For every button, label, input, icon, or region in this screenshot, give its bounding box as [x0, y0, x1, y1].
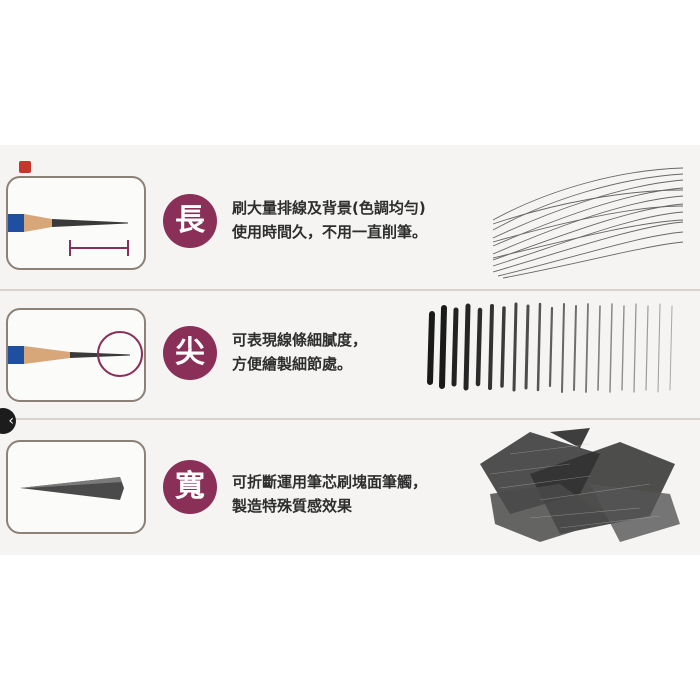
feature-description: 可表現線條細膩度， 方便繪製細節處。	[232, 328, 462, 376]
feature-description: 可折斷運用筆芯刷塊面筆觸， 製造特殊質感效果	[232, 470, 462, 518]
pencil-sharp-tip-thumbnail	[6, 308, 146, 402]
description-line: 方便繪製細節處。	[232, 355, 353, 373]
feature-description: 刷大量排線及背景(色調均勻) 使用時間久，不用一直削筆。	[232, 196, 462, 244]
feature-row-long: 長 刷大量排線及背景(色調均勻) 使用時間久，不用一直削筆。	[0, 160, 700, 290]
carousel-prev-button[interactable]: ‹	[0, 408, 16, 434]
line-stroke-texture-image	[427, 302, 673, 393]
hatching-texture-image	[492, 167, 684, 279]
description-line: 可折斷運用筆芯刷塊面筆觸，	[232, 473, 428, 491]
badge-sharp: 尖	[163, 326, 217, 380]
broad-stroke-texture-image	[480, 428, 680, 542]
pencil-long-tip-icon	[8, 214, 129, 256]
section-divider	[0, 289, 700, 291]
chevron-left-icon: ‹	[8, 413, 14, 429]
feature-row-wide: 寬 可折斷運用筆芯刷塊面筆觸， 製造特殊質感效果	[0, 420, 700, 550]
description-line: 使用時間久，不用一直削筆。	[232, 223, 428, 241]
section-divider	[0, 418, 700, 420]
description-line: 製造特殊質感效果	[232, 497, 353, 515]
brand-logo-icon	[19, 161, 31, 173]
description-line: 刷大量排線及背景(色調均勻)	[232, 199, 426, 217]
graphite-stick-thumbnail	[6, 440, 146, 534]
description-line: 可表現線條細膩度，	[232, 331, 368, 349]
badge-long: 長	[163, 194, 217, 248]
pencil-sharp-tip-icon	[8, 331, 143, 377]
feature-row-sharp: 尖 可表現線條細膩度， 方便繪製細節處。	[0, 292, 700, 422]
graphite-stick-icon	[20, 477, 124, 500]
badge-wide: 寬	[163, 460, 217, 514]
pencil-long-tip-thumbnail	[6, 176, 146, 270]
